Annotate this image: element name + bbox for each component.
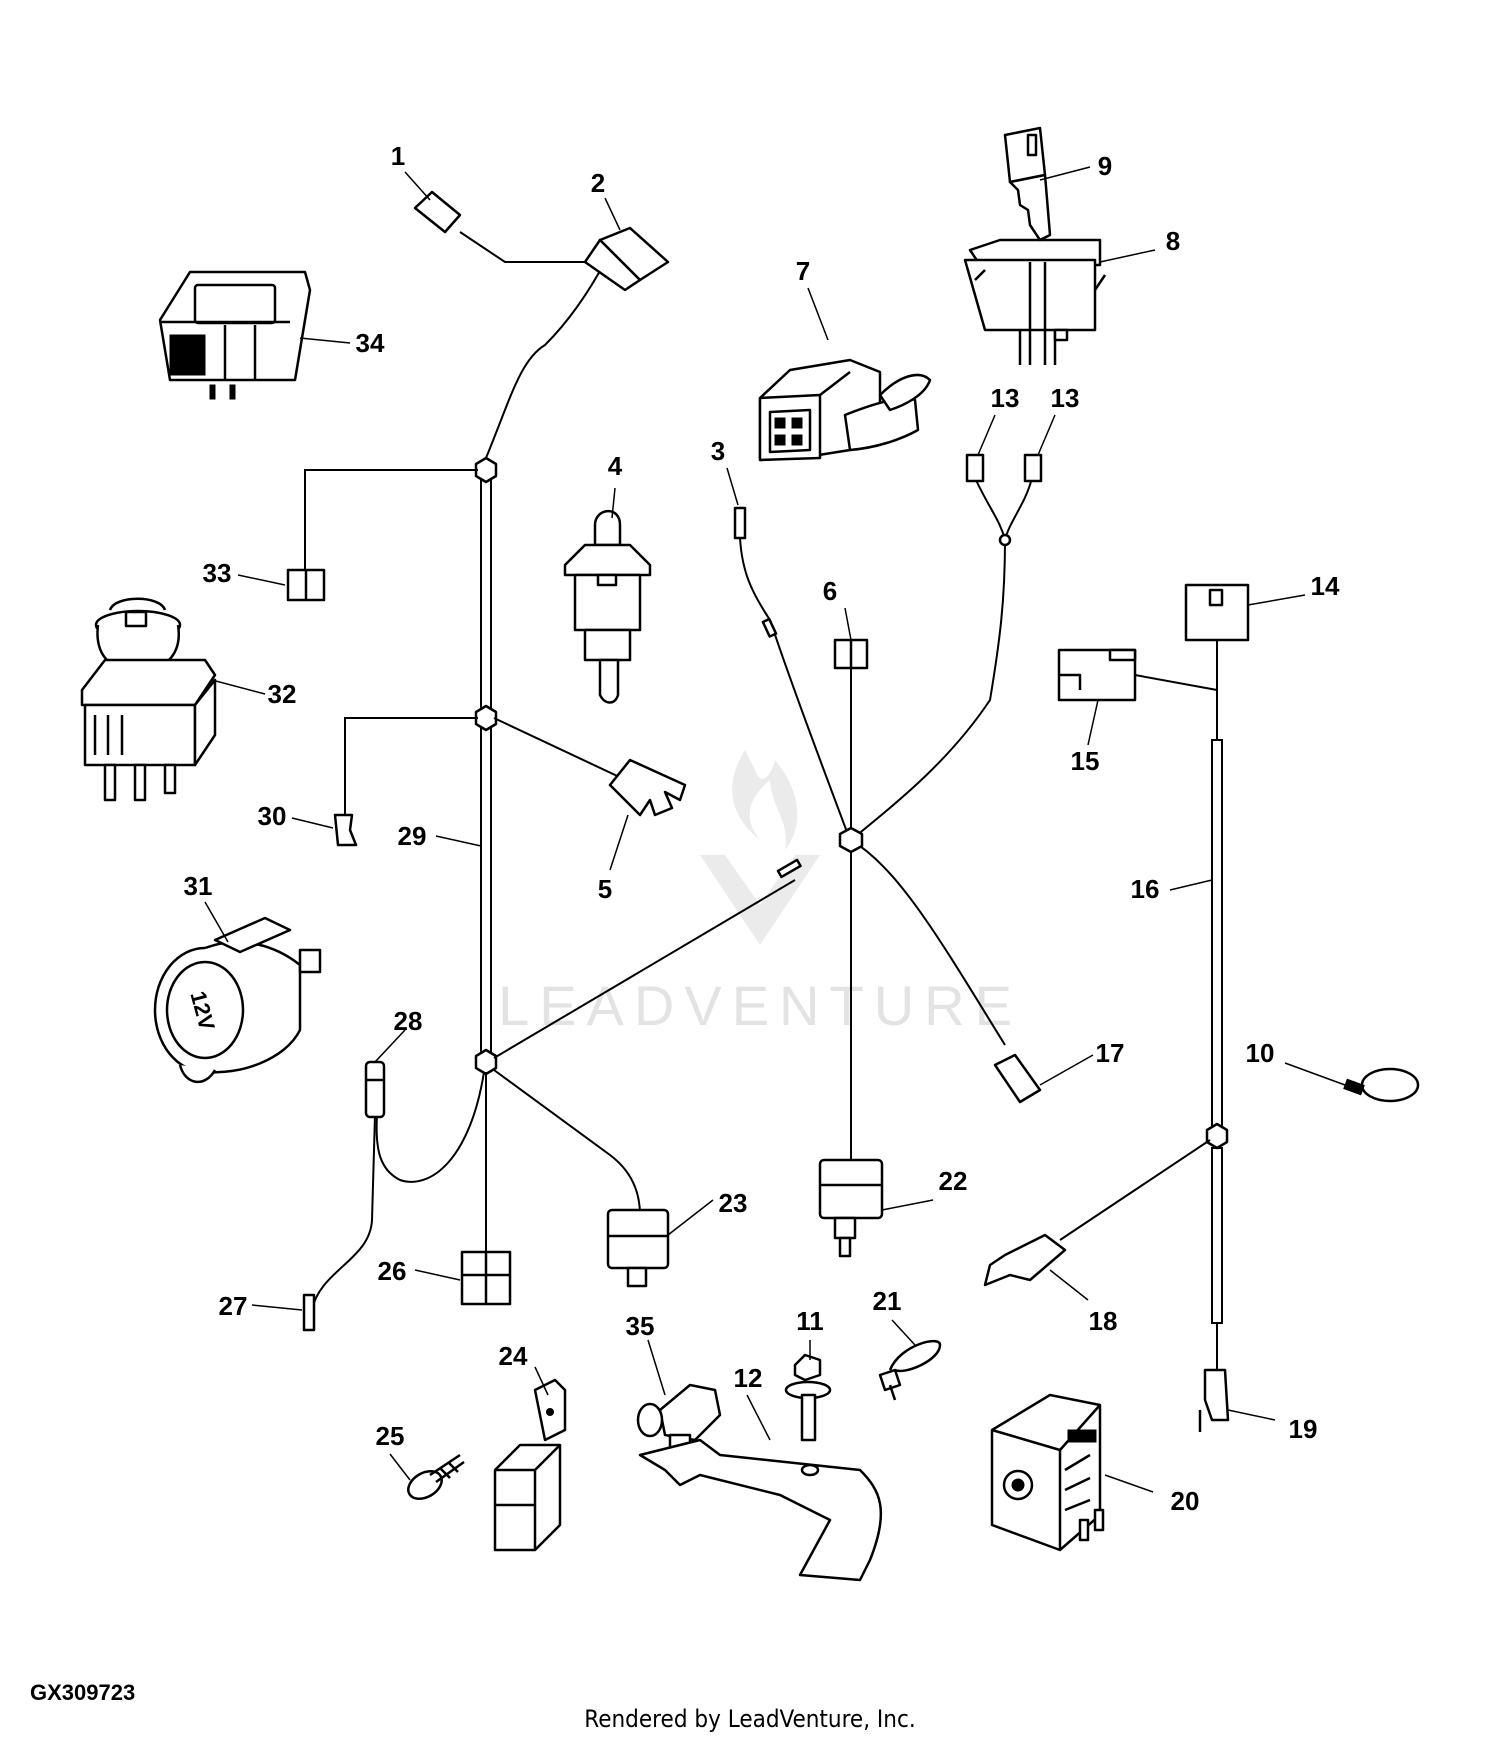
callout-1: 1 bbox=[391, 141, 405, 171]
connector-33 bbox=[286, 568, 326, 602]
connector-5 bbox=[608, 758, 687, 817]
callout-9: 9 bbox=[1098, 151, 1112, 181]
connector-18 bbox=[983, 1233, 1067, 1287]
callout-24: 24 bbox=[499, 1341, 528, 1371]
callout-19: 19 bbox=[1289, 1414, 1318, 1444]
center-junction bbox=[776, 539, 1006, 1046]
callout-13b: 13 bbox=[1051, 383, 1080, 413]
callout-10: 10 bbox=[1246, 1038, 1275, 1068]
main-harness bbox=[304, 231, 796, 1311]
right-harness bbox=[1057, 583, 1250, 1370]
12v-power-socket: 12V bbox=[153, 916, 322, 1083]
terminal-3 bbox=[733, 506, 851, 841]
callout-18: 18 bbox=[1089, 1306, 1118, 1336]
callout-16: 16 bbox=[1131, 874, 1160, 904]
watermark-text: LEADVENTURE bbox=[498, 974, 1022, 1037]
seat-switch bbox=[758, 358, 932, 462]
callout-12: 12 bbox=[734, 1363, 763, 1393]
harness-junction bbox=[474, 456, 498, 484]
connector-17 bbox=[993, 1053, 1042, 1104]
ignition-key bbox=[1003, 126, 1052, 242]
terminal-27 bbox=[302, 1293, 316, 1332]
callout-29: 29 bbox=[398, 821, 427, 851]
callout-32: 32 bbox=[268, 679, 297, 709]
relay-22 bbox=[818, 1158, 884, 1258]
bracket bbox=[638, 1438, 883, 1582]
pto-switch bbox=[80, 597, 217, 802]
callout-26: 26 bbox=[378, 1256, 407, 1286]
callout-23: 23 bbox=[719, 1188, 748, 1218]
leader-lines bbox=[204, 166, 1346, 1493]
connector-6 bbox=[833, 638, 869, 1165]
wire-clip bbox=[878, 1339, 942, 1401]
ignition-switch bbox=[963, 238, 1107, 365]
callout-6: 6 bbox=[823, 576, 837, 606]
connector-2 bbox=[583, 226, 670, 292]
terminal-19 bbox=[1198, 1368, 1230, 1432]
callout-31: 31 bbox=[184, 871, 213, 901]
cable-tie bbox=[1343, 1067, 1420, 1103]
figure-id: GX309723 bbox=[30, 1680, 136, 1705]
callout-3: 3 bbox=[711, 436, 725, 466]
callout-30: 30 bbox=[258, 801, 287, 831]
callout-8: 8 bbox=[1166, 226, 1180, 256]
callout-34: 34 bbox=[356, 328, 385, 358]
screw bbox=[407, 1453, 465, 1500]
rocker-switch bbox=[990, 1393, 1105, 1552]
relay-23 bbox=[606, 1208, 670, 1288]
switch-35 bbox=[636, 1383, 722, 1452]
connector-26 bbox=[460, 1250, 512, 1306]
callout-22: 22 bbox=[939, 1166, 968, 1196]
callout-13a: 13 bbox=[991, 383, 1020, 413]
callout-35: 35 bbox=[626, 1311, 655, 1341]
connector-30 bbox=[333, 813, 358, 847]
callout-11: 11 bbox=[796, 1306, 824, 1336]
render-credit: Rendered by LeadVenture, Inc. bbox=[584, 1705, 916, 1733]
callout-28: 28 bbox=[394, 1006, 423, 1036]
callout-25: 25 bbox=[376, 1421, 405, 1451]
callout-21: 21 bbox=[873, 1286, 902, 1316]
callout-17: 17 bbox=[1096, 1038, 1125, 1068]
brake-switch bbox=[563, 509, 652, 704]
callout-4: 4 bbox=[608, 451, 623, 481]
callout-14: 14 bbox=[1311, 571, 1340, 601]
leadventure-watermark: LEADVENTURE bbox=[498, 750, 1022, 1037]
callout-33: 33 bbox=[203, 558, 232, 588]
callout-7: 7 bbox=[796, 256, 810, 286]
callout-5: 5 bbox=[598, 874, 612, 904]
callout-27: 27 bbox=[219, 1291, 248, 1321]
callout-15: 15 bbox=[1071, 746, 1100, 776]
harness-junction bbox=[474, 1048, 498, 1076]
terminals-13 bbox=[965, 453, 1043, 547]
bolt bbox=[784, 1353, 832, 1442]
connector-1 bbox=[413, 190, 462, 234]
inline-fuse-holder bbox=[364, 1060, 386, 1119]
callout-20: 20 bbox=[1171, 1486, 1200, 1516]
relay-bracket bbox=[493, 1378, 567, 1552]
callout-2: 2 bbox=[591, 168, 605, 198]
harness-junction bbox=[474, 704, 498, 732]
hour-meter bbox=[158, 270, 312, 400]
callout-labels: 1 2 3 4 5 6 7 8 9 10 11 12 13 13 14 15 1… bbox=[184, 141, 1340, 1516]
